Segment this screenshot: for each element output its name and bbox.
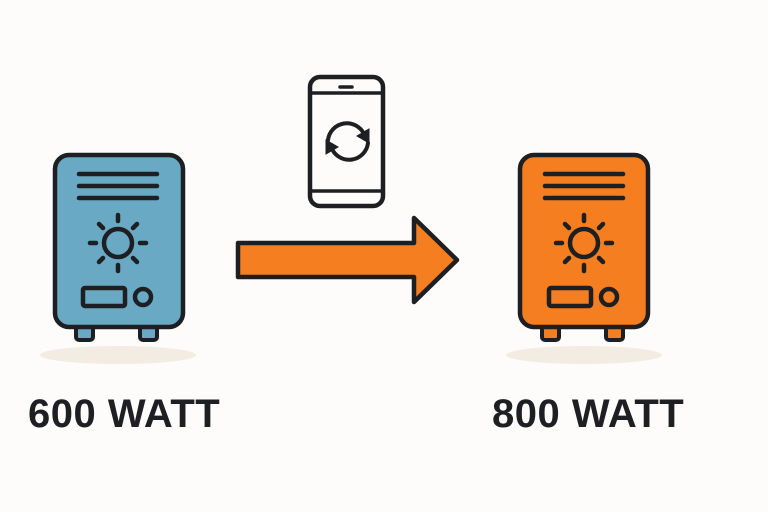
left-unit-label: 600 WATT xyxy=(28,392,221,436)
right-unit-label: 800 WATT xyxy=(492,392,685,436)
phone-sync-icon xyxy=(307,74,386,209)
power-station-600w-icon xyxy=(40,152,196,364)
arrow-right-icon xyxy=(235,215,460,305)
power-station-800w-icon xyxy=(506,152,662,364)
